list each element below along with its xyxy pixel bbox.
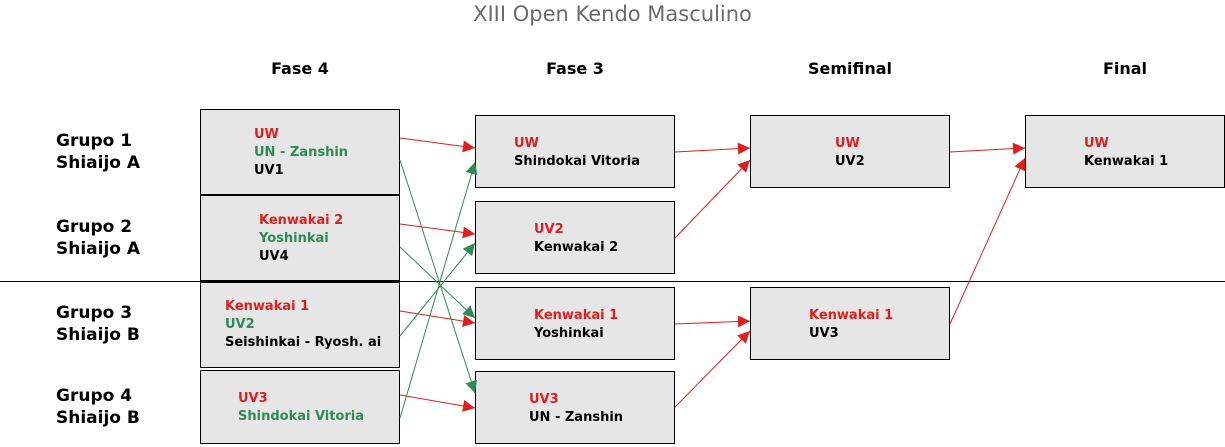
fase3-match-1-box: UW Shindokai Vitoria bbox=[475, 115, 675, 188]
match-winner: UW bbox=[835, 136, 860, 151]
fase3-match-2-box: UV2 Kenwakai 2 bbox=[475, 201, 675, 274]
group-name: Grupo 4 bbox=[56, 386, 133, 406]
column-header-final: Final bbox=[1102, 59, 1148, 78]
semifinal-match-2-box: Kenwakai 1 UV3 bbox=[750, 287, 950, 360]
match-opponent: Kenwakai 1 bbox=[1084, 154, 1169, 169]
group-name: Grupo 3 bbox=[56, 303, 133, 323]
arrow-runner-up bbox=[399, 159, 478, 394]
group-label-4: Grupo 4 Shiaijo B bbox=[56, 385, 140, 429]
group-shiaijo: Shiaijo B bbox=[56, 408, 140, 428]
fase4-second: UV2 bbox=[225, 317, 255, 332]
arrow-runner-up bbox=[399, 246, 476, 319]
shiaijo-divider bbox=[0, 281, 1225, 282]
fase3-match-4-box: UV3 UN - Zanshin bbox=[475, 371, 675, 444]
match-opponent: Yoshinkai bbox=[534, 326, 604, 341]
fase4-first: UV3 bbox=[238, 391, 268, 406]
arrow-winner bbox=[674, 159, 751, 239]
arrow-winner bbox=[674, 142, 751, 155]
match-winner: Kenwakai 1 bbox=[534, 308, 619, 323]
fase4-second: Shindokai Vitoria bbox=[238, 409, 365, 424]
match-winner: UV2 bbox=[534, 222, 564, 237]
group-name: Grupo 2 bbox=[56, 217, 133, 237]
fase4-third: UV1 bbox=[254, 163, 284, 178]
match-opponent: UV2 bbox=[835, 154, 865, 169]
fase4-third: Seishinkai - Ryosh. ai bbox=[225, 335, 382, 350]
match-opponent: UN - Zanshin bbox=[529, 410, 624, 425]
arrow-winner bbox=[674, 330, 751, 408]
fase4-group-1-box: UW UN - Zanshin UV1 bbox=[200, 109, 400, 195]
fase4-first: Kenwakai 2 bbox=[259, 213, 344, 228]
group-name: Grupo 1 bbox=[56, 131, 133, 151]
column-header-fase3: Fase 3 bbox=[546, 59, 604, 78]
column-header-semifinal: Semifinal bbox=[807, 59, 893, 78]
match-winner: UW bbox=[1084, 136, 1109, 151]
fase4-second: Yoshinkai bbox=[259, 231, 329, 246]
fase3-match-3-box: Kenwakai 1 Yoshinkai bbox=[475, 287, 675, 360]
match-opponent: UV3 bbox=[809, 326, 839, 341]
group-label-1: Grupo 1 Shiaijo A bbox=[56, 130, 140, 174]
match-winner: UW bbox=[514, 136, 539, 151]
match-winner: Kenwakai 1 bbox=[809, 308, 894, 323]
semifinal-match-1-box: UW UV2 bbox=[750, 115, 950, 188]
fase4-first: Kenwakai 1 bbox=[225, 299, 310, 314]
fase4-third: UV4 bbox=[259, 249, 289, 264]
fase4-second: UN - Zanshin bbox=[254, 145, 349, 160]
fase4-group-4-box: UV3 Shindokai Vitoria bbox=[200, 370, 400, 444]
arrow-winner bbox=[949, 142, 1026, 155]
match-winner: UV3 bbox=[529, 392, 559, 407]
arrow-winner bbox=[399, 394, 476, 412]
arrow-winner bbox=[949, 157, 1026, 325]
arrow-winner bbox=[399, 137, 476, 153]
fase4-group-3-box: Kenwakai 1 UV2 Seishinkai - Ryosh. ai bbox=[200, 282, 400, 368]
column-header-fase4: Fase 4 bbox=[271, 59, 329, 78]
fase4-first: UW bbox=[254, 127, 279, 142]
group-shiaijo: Shiaijo B bbox=[56, 325, 140, 345]
group-label-2: Grupo 2 Shiaijo A bbox=[56, 216, 140, 260]
arrow-runner-up bbox=[399, 161, 478, 419]
arrow-winner bbox=[399, 310, 476, 328]
final-match-box: UW Kenwakai 1 bbox=[1025, 115, 1225, 188]
fase4-group-2-box: Kenwakai 2 Yoshinkai UV4 bbox=[200, 195, 400, 281]
arrow-winner bbox=[399, 223, 476, 239]
group-shiaijo: Shiaijo A bbox=[56, 153, 141, 173]
match-opponent: Kenwakai 2 bbox=[534, 240, 619, 255]
group-label-3: Grupo 3 Shiaijo B bbox=[56, 302, 140, 346]
group-shiaijo: Shiaijo A bbox=[56, 239, 141, 259]
page-title: XIII Open Kendo Masculino bbox=[473, 2, 752, 26]
arrow-winner bbox=[674, 315, 751, 328]
match-opponent: Shindokai Vitoria bbox=[514, 154, 641, 169]
